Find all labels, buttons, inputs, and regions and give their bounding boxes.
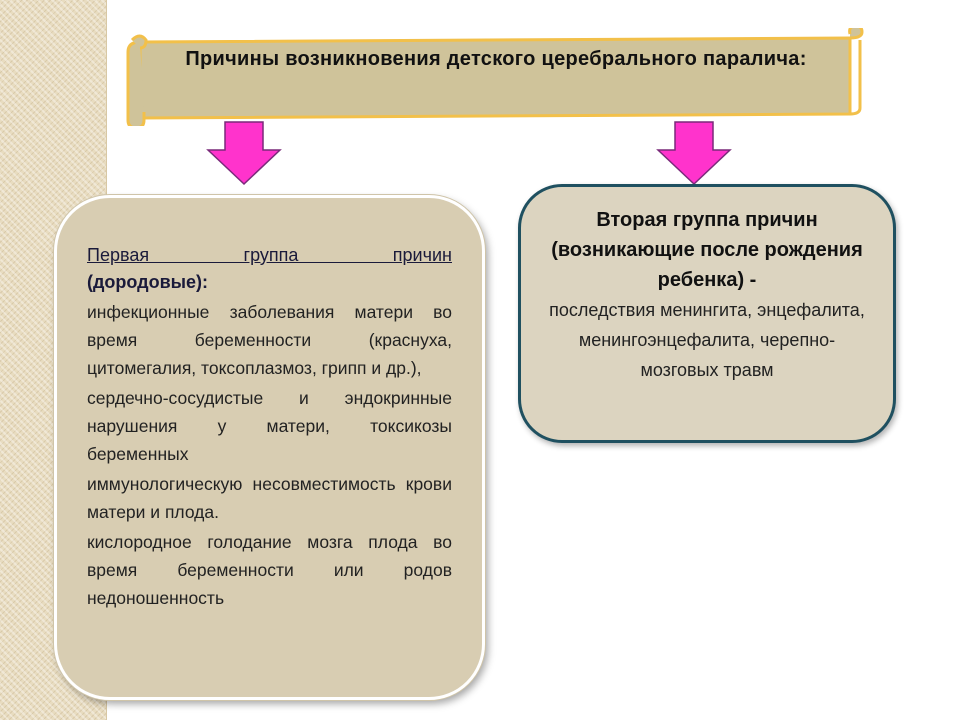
page-title: Причины возникновения детского церебраль… xyxy=(185,48,807,70)
first-group-heading: Первая группа причин (дородовые): xyxy=(87,242,452,296)
second-group-body: последствия менингита, энцефалита, менин… xyxy=(549,300,865,380)
arrow-down-left-icon xyxy=(206,121,282,186)
second-group-heading: Вторая группа причин (возникающие после … xyxy=(543,205,871,295)
first-group-subtitle: (дородовые): xyxy=(87,272,209,292)
first-group-item: сердечно-сосудистые и эндокринные наруше… xyxy=(87,388,452,464)
first-group-item: кислородное голодание мозга плода во вре… xyxy=(87,532,452,608)
first-group-box: Первая группа причин (дородовые): инфекц… xyxy=(54,195,485,700)
first-group-item: инфекционные заболевания матери во время… xyxy=(87,302,452,378)
scroll-shape xyxy=(126,28,864,126)
second-group-dash: - xyxy=(744,269,757,291)
first-group-title: Первая группа причин xyxy=(87,245,452,265)
second-group-box: Вторая группа причин (возникающие после … xyxy=(518,184,896,443)
first-group-item: иммунологическую несовместимость крови м… xyxy=(87,474,452,522)
arrow-down-right-icon xyxy=(656,121,732,186)
second-group-title: Вторая группа причин (возникающие после … xyxy=(551,209,863,291)
title-scroll-banner: Причины возникновения детского церебраль… xyxy=(126,28,864,126)
